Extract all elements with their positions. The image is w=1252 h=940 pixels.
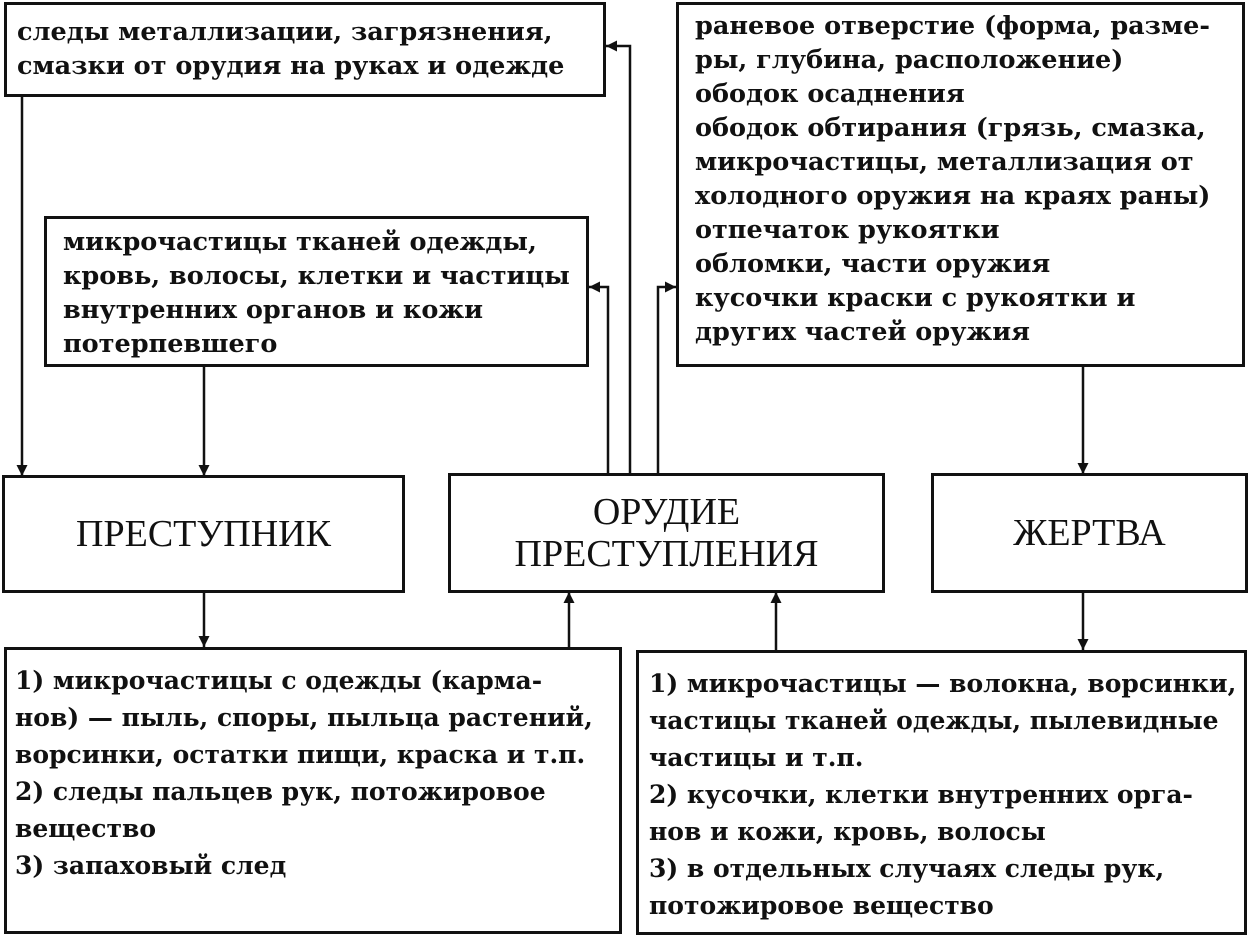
top-left-line: следы металлизации, загрязнения,: [17, 17, 553, 47]
top-right-line: ободок обтирания (грязь, смазка,: [695, 113, 1206, 143]
top-left-line: смазки от орудия на руках и одежде: [17, 51, 565, 81]
bottom-left-line: вещество: [15, 814, 156, 843]
bottom-right-line: 3) в отдельных случаях следы рук,: [649, 854, 1165, 883]
middle-left-line: внутренних органов и кожи: [63, 295, 484, 325]
bottom-left-line: 2) следы пальцев рук, потожировое: [15, 777, 546, 806]
bottom-right-line: частицы тканей одежды, пылевидные: [649, 706, 1219, 735]
bottom-right-trace-box: 1) микрочастицы — волокна, ворсинки, час…: [636, 650, 1247, 935]
bottom-left-line: 1) микрочастицы с одежды (карма-: [15, 666, 543, 695]
top-right-line: обломки, части оружия: [695, 249, 1051, 279]
middle-left-line: потерпевшего: [63, 329, 278, 359]
top-right-line: кусочки краски с рукоятки и: [695, 283, 1136, 313]
top-right-line: микрочастицы, металлизация от: [695, 147, 1194, 177]
bottom-left-line: 3) запаховый след: [15, 851, 287, 880]
bottom-left-line: ворсинки, остатки пищи, краска и т.п.: [15, 740, 586, 769]
top-right-trace-box: раневое отверстие (форма, разме- ры, глу…: [676, 2, 1245, 367]
arrow-weapon-to-top-right: [656, 281, 676, 474]
bottom-right-line: потожировое вещество: [649, 891, 994, 920]
top-right-line: раневое отверстие (форма, разме-: [695, 11, 1210, 41]
top-right-line: отпечаток рукоятки: [695, 215, 1000, 245]
middle-left-line: кровь, волосы, клетки и частицы: [63, 261, 570, 291]
bottom-right-line: 1) микрочастицы — волокна, ворсинки,: [649, 669, 1237, 698]
middle-left-line: микрочастицы тканей одежды,: [63, 227, 537, 257]
top-right-line: ободок осаднения: [695, 79, 965, 109]
top-right-line: холодного оружия на краях раны): [695, 181, 1211, 211]
arrow-weapon-to-top-left: [606, 40, 632, 474]
middle-left-trace-box: микрочастицы тканей одежды, кровь, волос…: [44, 216, 589, 367]
bottom-right-line: нов и кожи, кровь, волосы: [649, 817, 1046, 846]
victim-node: ЖЕРТВА: [931, 473, 1248, 593]
top-right-line: ры, глубина, расположение): [695, 45, 1124, 75]
bottom-right-line: 2) кусочки, клетки внутренних орга-: [649, 780, 1193, 809]
weapon-label-line: ОРУДИЕ: [592, 491, 741, 533]
arrow-weapon-to-middle-left: [589, 281, 610, 474]
top-right-line: других частей оружия: [695, 317, 1030, 347]
criminal-node: ПРЕСТУПНИК: [2, 475, 405, 593]
top-left-trace-box: следы металлизации, загрязнения, смазки …: [4, 2, 606, 97]
bottom-left-trace-box: 1) микрочастицы с одежды (карма- нов) — …: [4, 647, 622, 934]
bottom-left-line: нов) — пыль, споры, пыльца растений,: [15, 703, 593, 732]
weapon-label-line: ПРЕСТУПЛЕНИЯ: [514, 533, 819, 575]
criminal-label: ПРЕСТУПНИК: [76, 513, 331, 555]
bottom-right-line: частицы и т.п.: [649, 743, 864, 772]
weapon-node: ОРУДИЕ ПРЕСТУПЛЕНИЯ: [448, 473, 885, 593]
victim-label: ЖЕРТВА: [1013, 512, 1166, 554]
